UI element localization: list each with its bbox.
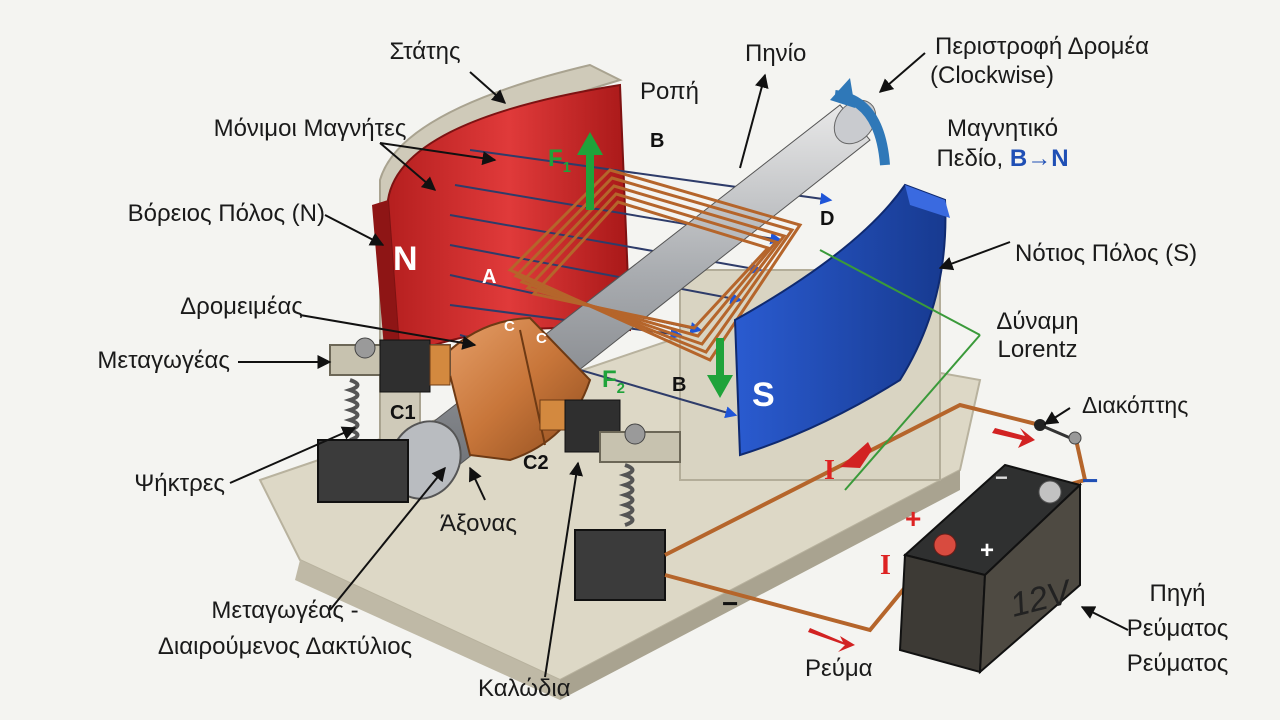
label-field-2: Πεδίο, B→N xyxy=(905,145,1100,173)
marker-south: S xyxy=(752,376,775,415)
marker-plus-red: + xyxy=(905,503,921,535)
switch xyxy=(1034,419,1081,444)
label-rotor: Δρομειμέας xyxy=(128,293,303,321)
marker-a: A xyxy=(482,266,496,289)
label-south-pole: Νότιος Πόλος (S) xyxy=(1015,240,1197,268)
label-lorentz-2: Lorentz xyxy=(980,336,1095,364)
marker-c1: C1 xyxy=(390,402,416,425)
label-split-ring-1: Μεταγωγέας - xyxy=(140,597,430,625)
marker-f1: F1 xyxy=(548,145,571,176)
label-rotation-2: (Clockwise) xyxy=(930,62,1054,90)
label-current: Ρεύμα xyxy=(805,655,873,683)
label-commutator: Μεταγωγέας xyxy=(48,347,230,375)
marker-d: D xyxy=(820,208,834,231)
marker-b-top: B xyxy=(650,130,664,153)
marker-f1-main: F xyxy=(548,145,563,172)
label-brushes: Ψήκτρες xyxy=(95,470,225,498)
label-cables: Καλώδια xyxy=(478,675,571,703)
marker-minus-board: − xyxy=(722,588,738,620)
marker-f2-main: F xyxy=(602,366,617,393)
marker-b-bottom: B xyxy=(672,374,686,397)
marker-f2-sub: 2 xyxy=(617,380,625,397)
label-stator: Στάτης xyxy=(370,38,480,66)
marker-plus-battery: + xyxy=(980,537,994,565)
marker-i-lower: I xyxy=(880,550,891,582)
label-lorentz-1: Δύναμη xyxy=(980,308,1095,336)
label-source-2: Ρεύματος xyxy=(1100,615,1255,643)
label-source-3: Ρεύματος xyxy=(1100,650,1255,678)
label-split-ring-2: Διαιρούμενος Δακτύλιος xyxy=(95,633,475,661)
label-coil: Πηνίο xyxy=(745,40,806,68)
marker-i-upper: I xyxy=(824,455,835,487)
label-switch: Διακόπτης xyxy=(1082,392,1188,418)
label-field-1: Μαγνητικό xyxy=(915,115,1090,143)
marker-c-top2: C xyxy=(536,330,547,347)
marker-minus-blue: − xyxy=(1082,465,1098,497)
marker-c-top1: C xyxy=(504,318,515,335)
label-field-2-text: Πεδίο, xyxy=(936,145,1009,172)
label-north-pole: Βόρειος Πόλος (N) xyxy=(70,200,325,228)
label-permanent-magnets: Μόνιμοι Μαγνήτες xyxy=(185,115,435,143)
label-field-2-highlight: B→N xyxy=(1010,145,1069,172)
label-torque: Ροπή xyxy=(640,78,699,106)
marker-f1-sub: 1 xyxy=(563,159,571,176)
label-axle: Άξονας xyxy=(440,510,517,538)
label-source-1: Πηγή xyxy=(1100,580,1255,608)
label-rotation-1: Περιστροφή Δρομέα xyxy=(935,33,1149,61)
marker-c2: C2 xyxy=(523,452,549,475)
marker-minus-battery: − xyxy=(995,465,1008,491)
marker-f2: F2 xyxy=(602,366,625,397)
marker-north: N xyxy=(393,240,418,279)
